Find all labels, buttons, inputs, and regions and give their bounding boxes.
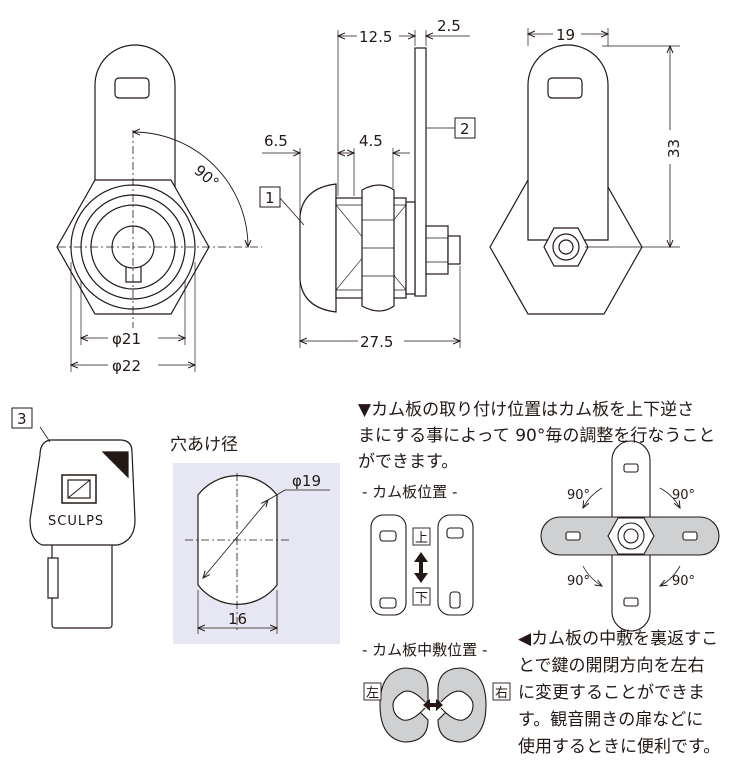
hole-diagram <box>185 473 330 634</box>
note-line-1: ◀カム板の中敷を裏返すこ <box>518 629 719 649</box>
note-line-5: 使用するときに便利です。 <box>518 737 721 757</box>
note-line-3: に変更することができま <box>518 683 705 703</box>
rotation-label-tl: 90° <box>567 488 590 503</box>
description-line-2: まにする事によって 90°毎の調整を行なうこと <box>358 426 716 446</box>
key-brand: SCULPS <box>48 514 104 529</box>
note-line-4: す。観音開きの扉などに <box>518 710 704 730</box>
dim-6-5: 6.5 <box>264 132 288 150</box>
front-view <box>56 44 262 372</box>
rear-view <box>489 28 680 315</box>
hole-dim-phi19: φ19 <box>292 472 321 490</box>
dim-33: 33 <box>665 139 683 158</box>
dim-27-5: 27.5 <box>360 333 393 351</box>
cam-left-label: 左 <box>366 686 379 701</box>
cam-down-label: 下 <box>415 591 428 606</box>
cam-center-diagram <box>363 667 511 743</box>
dim-19-top: 19 <box>556 26 575 44</box>
callout-3: 3 <box>17 410 27 428</box>
key-illustration <box>29 426 136 629</box>
dim-phi21: φ21 <box>112 330 141 348</box>
cam-center-title: - カム板中敷位置 - <box>362 641 488 659</box>
callout-1: 1 <box>265 189 275 207</box>
dim-angle-90: 90° <box>191 161 223 192</box>
rotation-label-bl: 90° <box>567 574 590 589</box>
rotation-label-tr: 90° <box>672 488 695 503</box>
rotation-diagram <box>540 440 720 632</box>
dim-2-5: 2.5 <box>437 17 461 35</box>
dim-phi22: φ22 <box>112 357 141 375</box>
hole-title: 穴あけ径 <box>170 435 238 455</box>
rotation-label-br: 90° <box>672 574 695 589</box>
dim-4-5: 4.5 <box>359 132 383 150</box>
callout-2: 2 <box>460 120 470 138</box>
note-line-2: とで鍵の開閉方向を左右 <box>518 656 705 676</box>
cam-up-label: 上 <box>415 531 428 546</box>
cam-position-title: - カム板位置 - <box>362 483 458 501</box>
hole-dim-16: 16 <box>228 610 247 628</box>
description-line-1: ▼カム板の取り付け位置はカム板を上下逆さ <box>358 400 695 420</box>
cam-right-label: 右 <box>495 686 508 701</box>
description-line-3: ができます。 <box>358 452 459 472</box>
cam-position-diagram <box>370 514 474 616</box>
dim-12-5: 12.5 <box>359 28 392 46</box>
side-view <box>262 30 470 348</box>
